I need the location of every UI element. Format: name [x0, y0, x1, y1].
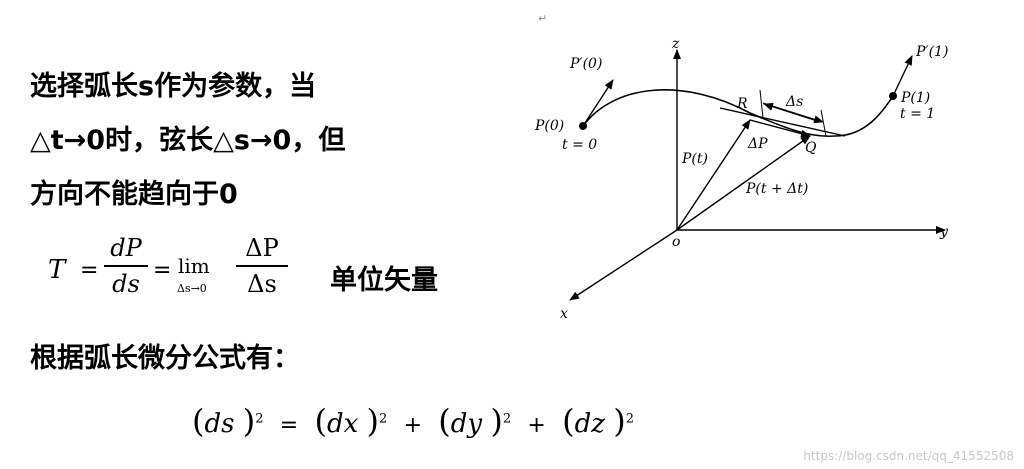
- exponent: 2: [379, 411, 388, 427]
- equals-sign-2: =: [153, 258, 172, 283]
- vector-delta-P: [749, 119, 811, 138]
- label-P-t-dt: P(t + Δt): [745, 181, 808, 197]
- vector-P-t-dt: [676, 135, 811, 231]
- tangent-start: [582, 79, 614, 127]
- label-z: z: [671, 36, 680, 52]
- arc-length-formula: (ds )2 = (dx )2 + (dy )2 + (dz )2: [192, 402, 634, 440]
- term-dx: dx: [326, 409, 359, 439]
- equals-sign: =: [279, 413, 299, 438]
- label-delta-s: Δs: [785, 94, 803, 110]
- point-P0: [579, 122, 587, 130]
- fraction-denominator: Δs: [247, 270, 277, 298]
- fraction-bar: [104, 265, 148, 267]
- parametric-curve: [582, 89, 894, 138]
- fraction-denominator: ds: [112, 270, 140, 298]
- term-dy: dy: [450, 409, 483, 439]
- limit-operator: lim: [178, 254, 210, 278]
- label-P-t: P(t): [681, 151, 708, 167]
- text-line-3: 方向不能趋向于0: [30, 179, 238, 210]
- label-delta-P: ΔP: [747, 136, 768, 152]
- fraction-numerator: dP: [110, 234, 142, 262]
- exponent: 2: [502, 411, 512, 427]
- label-t0: t = 0: [562, 137, 597, 153]
- fraction-numerator: ΔP: [245, 234, 279, 262]
- unit-vector-label: 单位矢量: [330, 265, 438, 296]
- label-t1: t = 1: [900, 106, 935, 122]
- term-dz: dz: [574, 409, 605, 439]
- label-R: R: [736, 96, 748, 112]
- term-ds: ds: [204, 409, 235, 439]
- x-axis: [569, 229, 678, 301]
- point-P1: [889, 92, 897, 100]
- return-mark-icon: ↵: [538, 12, 548, 25]
- formula-T: T: [48, 255, 66, 285]
- ds-tick-right: [820, 109, 827, 137]
- exponent: 2: [255, 411, 264, 427]
- plus-sign: +: [403, 413, 423, 438]
- equals-sign-1: =: [80, 258, 99, 283]
- ds-dimension-back: [763, 102, 821, 123]
- label-P1: P(1): [900, 90, 930, 106]
- text-line-5: 根据弧长微分公式有：: [30, 343, 300, 374]
- label-P-prime-1: P′(1): [915, 44, 948, 60]
- label-P-prime-0: P′(0): [569, 56, 602, 72]
- label-y: y: [939, 224, 949, 240]
- secant-line: [719, 107, 846, 137]
- label-P0: P(0): [534, 118, 564, 134]
- limit-subscript: Δs→0: [177, 282, 207, 295]
- vector-P-t: [676, 119, 751, 231]
- parametric-curve-diagram: z y x o P(0) t = 0 P′(0) P(1) t = 1 P′(1…: [534, 36, 949, 322]
- ds-tick-left: [759, 89, 764, 119]
- plus-sign: +: [527, 413, 546, 438]
- exponent: 2: [625, 411, 634, 427]
- tangent-end: [892, 55, 913, 97]
- label-x: x: [560, 306, 568, 322]
- fraction-dP-ds-delta: ΔP Δs: [236, 233, 288, 299]
- watermark: https://blog.csdn.net/qq_41552508: [803, 449, 1014, 463]
- text-line-1: 选择弧长s作为参数，当: [30, 71, 317, 102]
- fraction-bar: [236, 265, 288, 267]
- label-Q: Q: [805, 140, 817, 156]
- text-line-2: △t→0时，弦长△s→0，但: [30, 125, 346, 156]
- fraction-dP-ds: dP ds: [104, 233, 148, 299]
- label-origin: o: [672, 234, 680, 250]
